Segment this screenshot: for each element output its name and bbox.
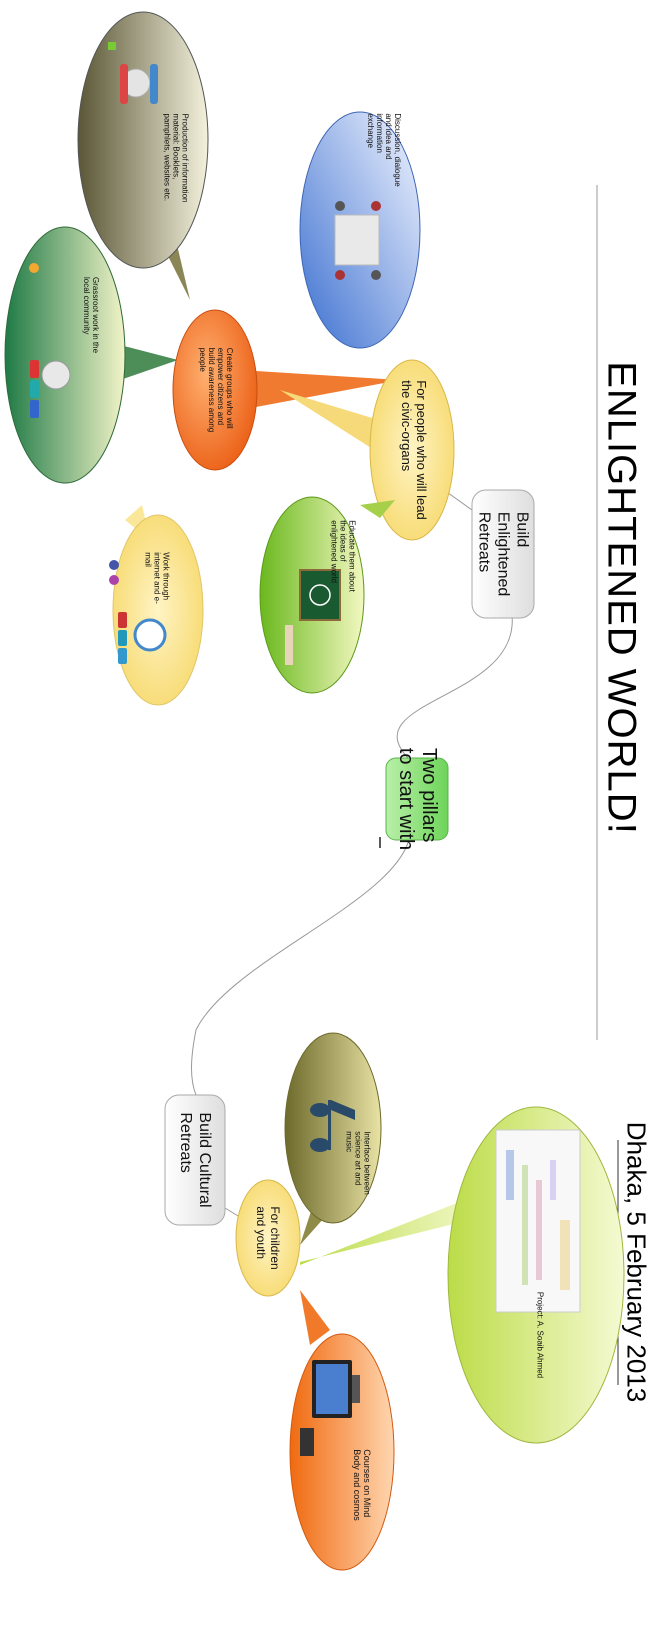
groups-label: Create groups who will empower citizens …	[198, 348, 234, 433]
internet-bubble	[109, 505, 204, 706]
civic-line-2: the civic-organs	[399, 380, 414, 472]
educate-line-2: the ideas of	[338, 520, 348, 562]
enlightened-node-label[interactable]: Build Enlightened Retreats	[475, 512, 532, 597]
music-line-1: Interface between	[362, 1131, 372, 1195]
people-document-icon	[108, 42, 158, 104]
production-label: Production of information material: Book…	[163, 114, 190, 203]
grassroot-bubble	[4, 226, 178, 484]
music-line-2: science art and	[353, 1131, 363, 1186]
civic-line-1: For people who will lead	[414, 380, 429, 520]
connector-enlightened	[396, 614, 513, 761]
central-node-line-1: Two pillars	[418, 747, 440, 843]
production-bubble	[77, 11, 209, 300]
discussion-line-2: and idea and	[384, 113, 393, 160]
grassroot-label: Grassroot work in the local community	[82, 277, 100, 353]
discussion-line-3: information	[375, 113, 384, 153]
date-label: Dhaka, 5 February 2013	[621, 1121, 652, 1403]
central-node-line-2: to start with	[395, 747, 417, 851]
cultural-node-label[interactable]: Build Cultural Retreats	[176, 1112, 214, 1207]
internet-line-1: Work through	[161, 552, 171, 601]
grassroot-line-2: local community	[82, 276, 91, 335]
cultural-node-box[interactable]	[164, 1094, 226, 1226]
discussion-line-4: exchange	[366, 113, 375, 149]
central-node-box[interactable]	[385, 757, 449, 841]
community-people-icon	[29, 263, 71, 418]
music-note-icon	[310, 1100, 355, 1152]
cultural-line-2: Retreats	[177, 1112, 194, 1173]
music-label: Interface between science art and music	[345, 1131, 372, 1195]
courses-label: Courses on Mind Body and cosmos	[352, 1449, 372, 1521]
educate-line-3: enlightened world	[329, 520, 339, 583]
project-label: Project: A. Soaib Ahmed	[535, 1291, 545, 1379]
civic-label: For people who will lead the civic-organ…	[399, 380, 429, 519]
courses-line-1: Courses on Mind	[362, 1449, 372, 1518]
enlightened-node-box[interactable]	[471, 489, 535, 619]
computer-icon	[300, 1360, 360, 1456]
connector-cultural	[191, 834, 411, 1096]
meeting-people-icon	[334, 201, 381, 280]
children-label: For children and youth	[254, 1206, 282, 1269]
educate-bubble	[259, 496, 395, 694]
courses-line-2: Body and cosmos	[352, 1449, 362, 1521]
groups-bubble	[172, 309, 400, 471]
discussion-label: Discussion, dialogue and idea and inform…	[366, 113, 402, 186]
educate-line-1: Educate them about	[347, 520, 357, 592]
cultural-line-1: Build Cultural	[196, 1112, 213, 1208]
production-line-2: material: Booklets,	[171, 113, 181, 180]
central-node-label[interactable]: Two pillars to start with	[394, 748, 440, 850]
teacher-board-icon	[285, 569, 341, 665]
courses-bubble	[289, 1290, 395, 1571]
music-line-3: music	[344, 1131, 354, 1153]
discussion-line-1: Discussion, dialogue	[393, 113, 402, 187]
internet-line-3: mail	[143, 552, 153, 567]
groups-line-1: Create groups who will	[225, 347, 234, 429]
children-line-1: For children	[268, 1206, 282, 1270]
project-bubble	[300, 1106, 625, 1444]
children-line-2: and youth	[254, 1206, 268, 1260]
internet-line-2: internet and e-	[152, 552, 162, 604]
enlightened-line-2: Enlightened	[494, 511, 512, 597]
production-line-3: pamphlets, websites etc.	[162, 113, 172, 202]
groups-line-3: build awareness among	[207, 347, 216, 433]
music-bubble	[284, 1032, 382, 1245]
page-title: ENLIGHTENED WORLD!	[599, 361, 644, 835]
email-people-icon	[109, 560, 167, 664]
enlightened-line-3: Retreats	[475, 511, 493, 573]
educate-label: Educate them about the ideas of enlighte…	[330, 520, 357, 592]
production-line-1: Production of information	[180, 113, 190, 203]
children-bubble	[235, 1140, 301, 1297]
discussion-bubble	[299, 111, 421, 349]
internet-label: Work through internet and e- mail	[144, 552, 171, 604]
civic-bubble	[280, 359, 455, 541]
groups-line-4: people	[198, 347, 207, 372]
grassroot-line-1: Grassroot work in the	[91, 276, 100, 354]
groups-line-2: empower citizens and	[216, 347, 225, 426]
enlightened-line-1: Build	[513, 511, 531, 548]
